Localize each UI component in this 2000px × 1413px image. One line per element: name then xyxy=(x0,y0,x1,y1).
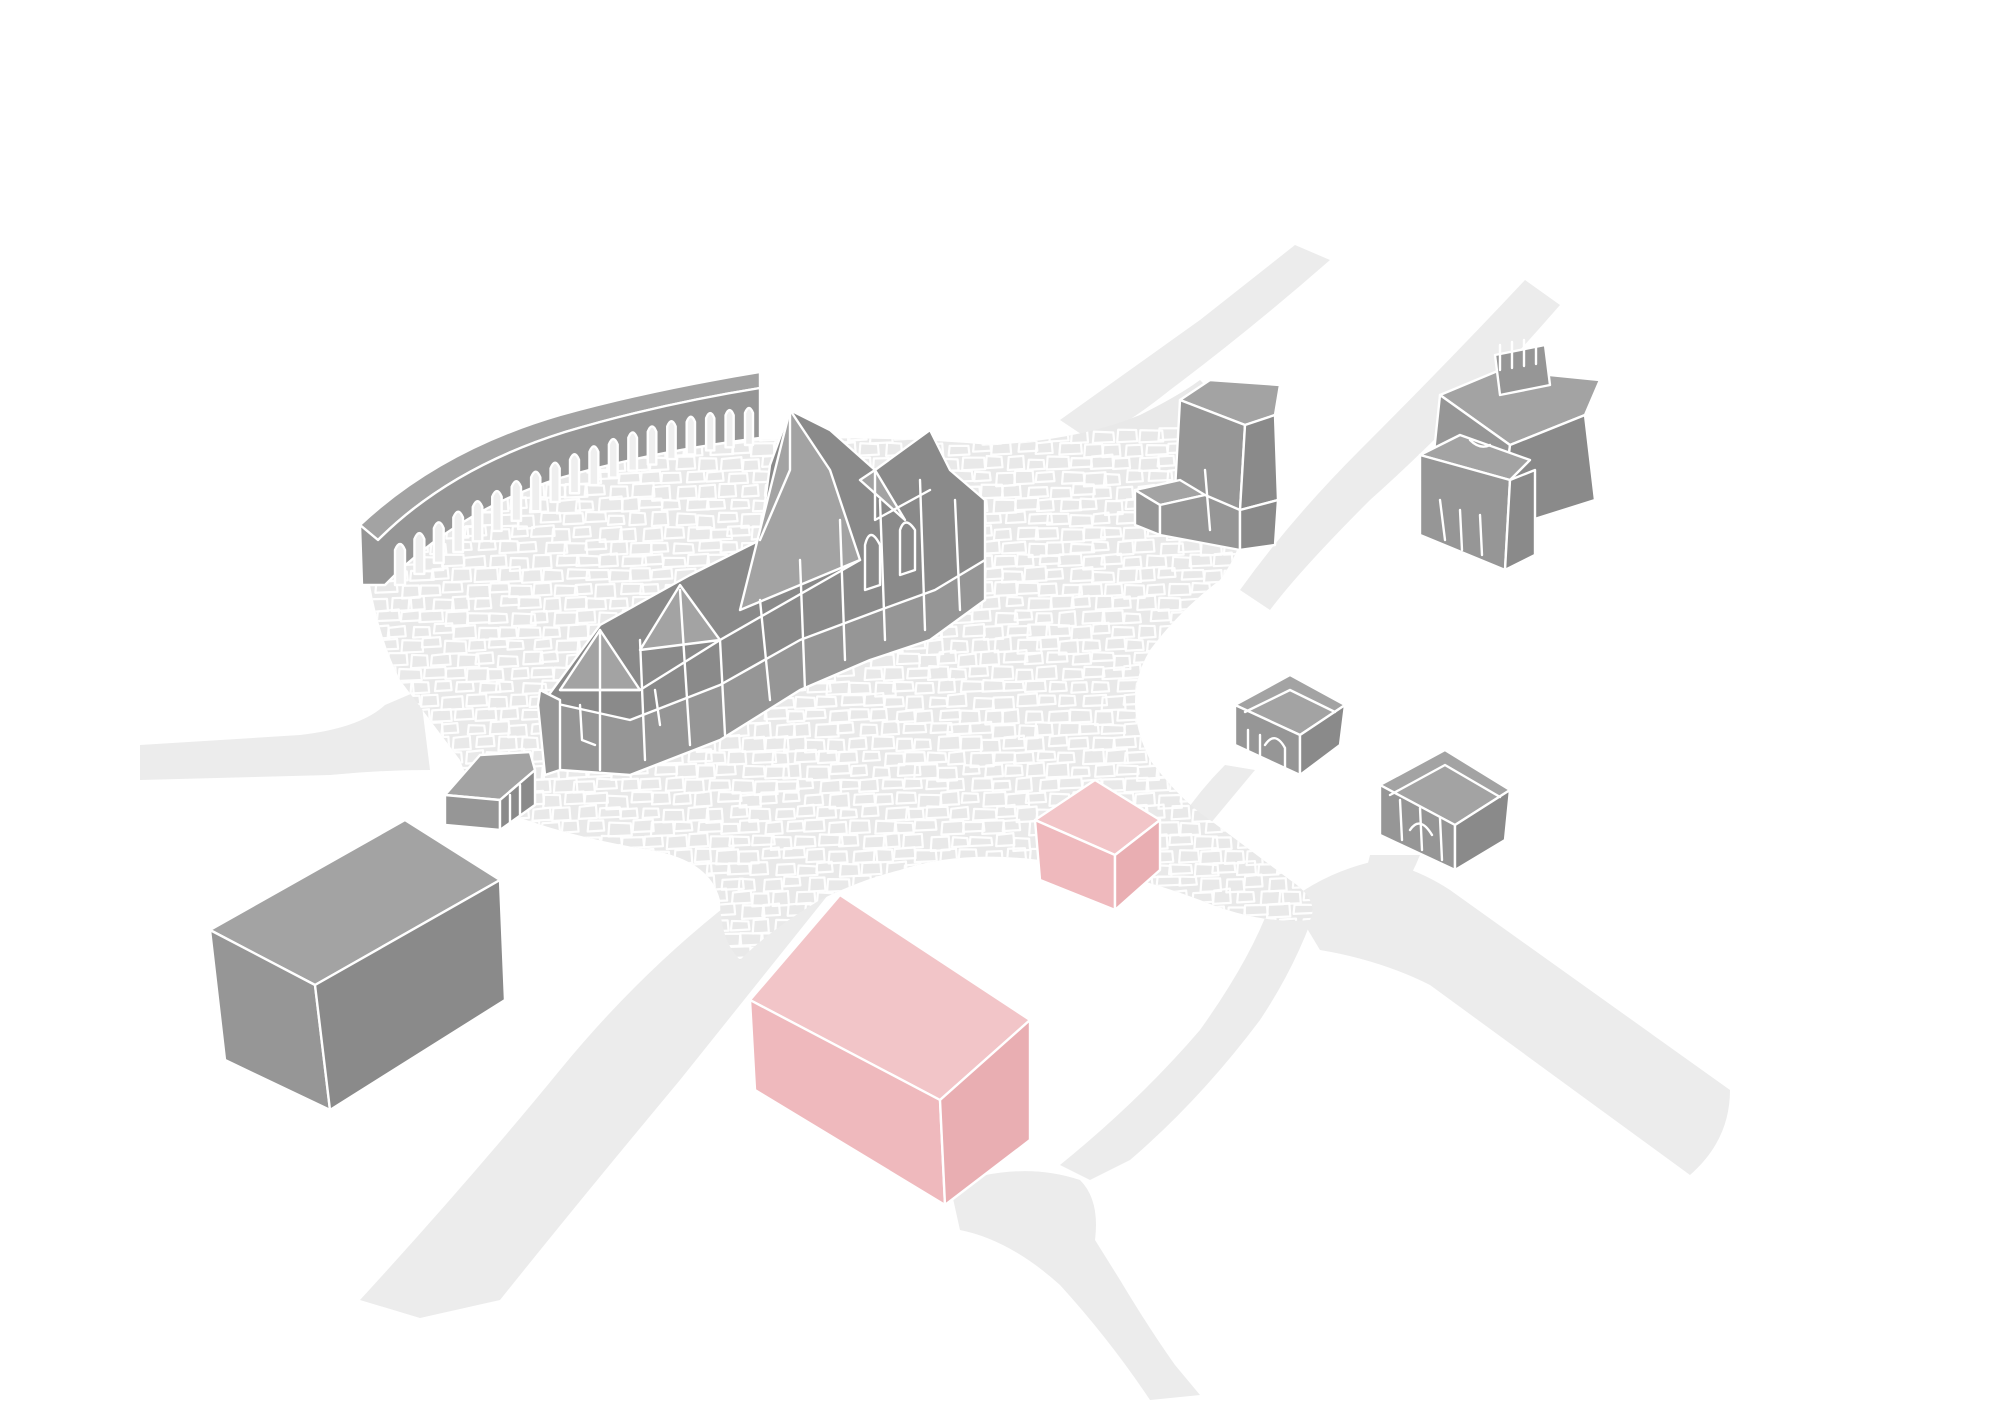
cathedral xyxy=(536,408,987,777)
pink-large-block-side xyxy=(938,1018,1032,1207)
cathedral-front-block xyxy=(536,688,562,777)
turrets xyxy=(1438,336,1538,557)
road-north-diagonal xyxy=(1060,245,1330,440)
road-south-branch xyxy=(950,1171,1200,1400)
cathedral-side-wall xyxy=(538,558,987,777)
large-west-block xyxy=(208,818,507,1112)
temple-east xyxy=(1378,748,1512,872)
pink-small-block xyxy=(1033,778,1162,912)
large-west-block-side xyxy=(313,878,507,1112)
arcade-aqueduct xyxy=(358,370,762,587)
arcade-arches xyxy=(393,406,755,587)
cathedral-gable-4 xyxy=(858,468,907,522)
arcade-front xyxy=(358,386,762,587)
road-network xyxy=(140,245,1730,1400)
road-temple-connector-2 xyxy=(1360,855,1420,900)
road-east xyxy=(1290,860,1730,1175)
pink-small-block-side xyxy=(1113,818,1162,912)
road-west xyxy=(140,690,430,780)
pink-large-block xyxy=(748,893,1032,1207)
north-building xyxy=(1133,378,1282,552)
road-northeast-diagonal xyxy=(1240,280,1560,610)
gray-existing-buildings xyxy=(208,336,1602,1112)
temple-north xyxy=(1233,673,1347,777)
road-southwest-diagonal xyxy=(360,880,840,1318)
cathedral-gable-2 xyxy=(638,583,722,652)
small-west-building xyxy=(443,750,537,832)
road-central-south xyxy=(1060,895,1320,1180)
cathedral-details xyxy=(558,408,962,772)
pink-proposed-buildings xyxy=(748,778,1162,1207)
cathedral-gable-3 xyxy=(738,408,862,612)
northeast-building xyxy=(1418,336,1602,572)
